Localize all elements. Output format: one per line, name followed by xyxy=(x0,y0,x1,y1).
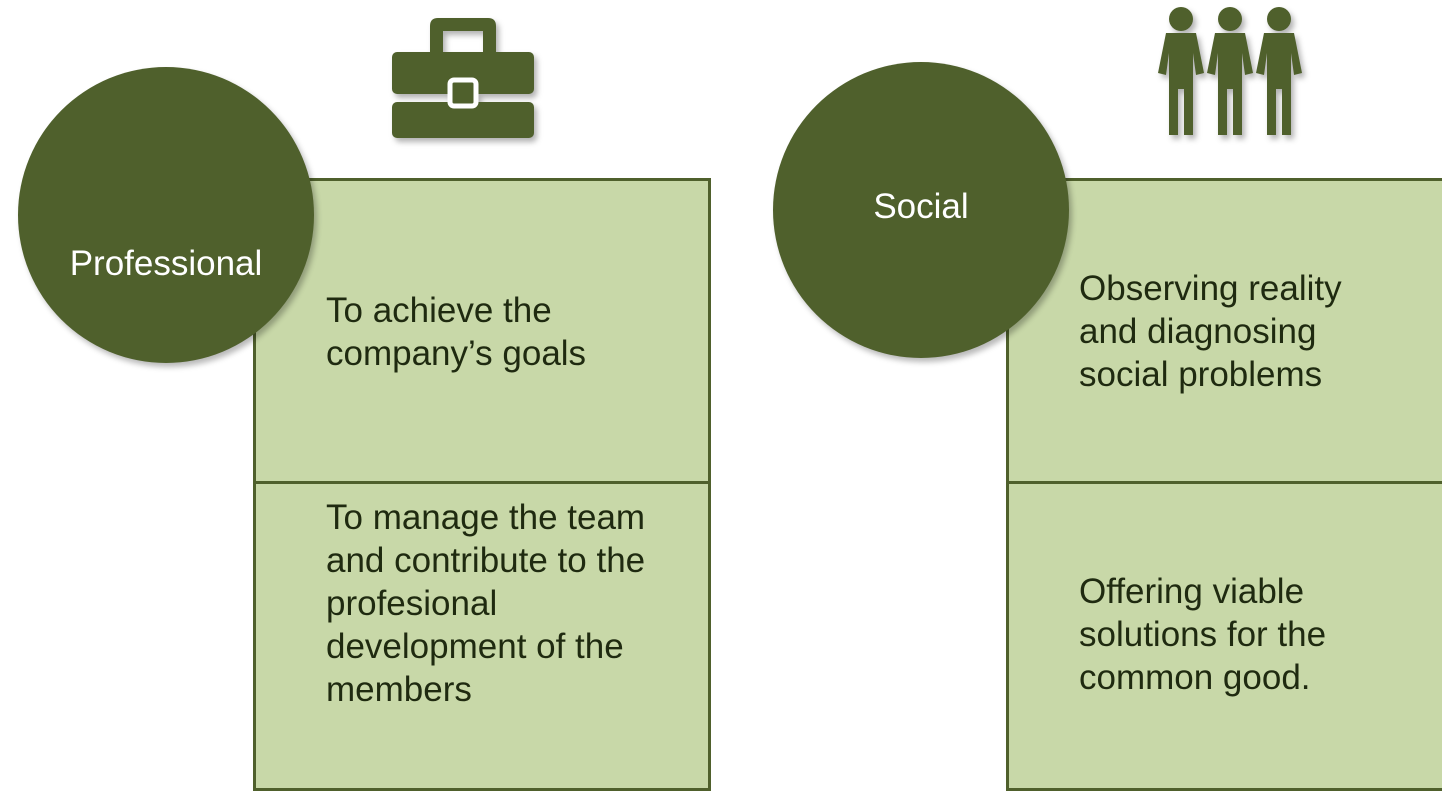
professional-box-2-text: To manage the team and contribute to the… xyxy=(326,498,646,709)
professional-box-1: To achieve the company’s goals xyxy=(253,178,711,484)
professional-title: Professional xyxy=(69,244,263,283)
social-box-2: Offering viable solutions for the common… xyxy=(1006,481,1442,791)
social-circle: Social xyxy=(773,62,1069,358)
professional-box-1-text: To achieve the company’s goals xyxy=(326,291,587,373)
social-box-1-text: Observing reality and diagnosing social … xyxy=(1079,269,1342,394)
social-box-1: Observing reality and diagnosing social … xyxy=(1006,178,1442,484)
professional-circle: Professional xyxy=(18,67,314,363)
social-box-2-text: Offering viable solutions for the common… xyxy=(1079,572,1327,697)
professional-box-2: To manage the team and contribute to the… xyxy=(253,481,711,791)
briefcase-icon xyxy=(392,16,534,140)
people-group-icon xyxy=(1154,5,1306,137)
social-title: Social xyxy=(873,187,969,226)
